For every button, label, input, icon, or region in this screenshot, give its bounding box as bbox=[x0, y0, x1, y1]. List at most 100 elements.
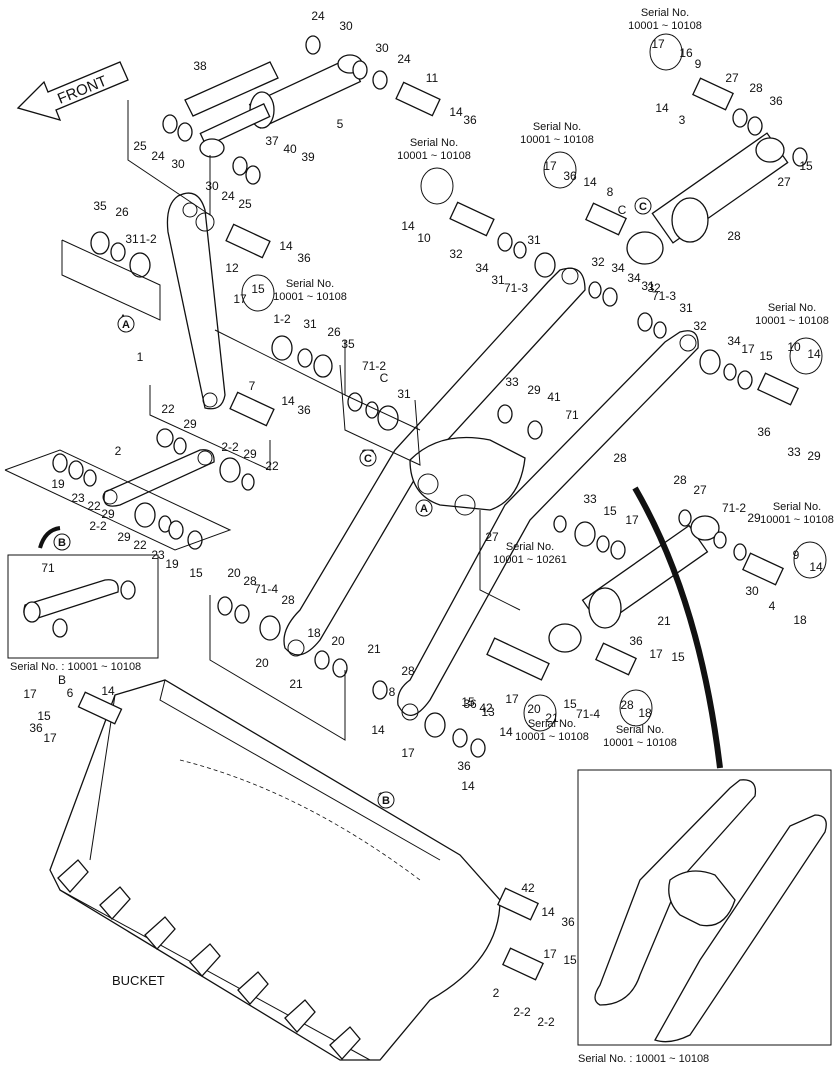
part-label-28: 28 bbox=[673, 473, 687, 487]
part-label-14: 14 bbox=[583, 175, 597, 189]
serial-group-oval bbox=[619, 689, 653, 727]
part-label-8: 8 bbox=[389, 685, 396, 699]
part-label-23: 23 bbox=[71, 491, 85, 505]
part-label-21: 21 bbox=[289, 677, 303, 691]
part-label-17: 17 bbox=[43, 731, 57, 745]
part-label-36: 36 bbox=[457, 759, 471, 773]
inset-arrow bbox=[632, 486, 723, 769]
part-label-28: 28 bbox=[749, 81, 763, 95]
part-label-14: 14 bbox=[371, 723, 385, 737]
part-label-15: 15 bbox=[189, 566, 203, 580]
part-label-21: 21 bbox=[367, 642, 381, 656]
part-label-2-2: 2-2 bbox=[513, 1005, 531, 1019]
part-label-1-2: 1-2 bbox=[273, 312, 291, 326]
part-label-16: 16 bbox=[679, 46, 693, 60]
part-label-19: 19 bbox=[51, 477, 65, 491]
callout-b: B bbox=[377, 791, 395, 809]
part-label-42: 42 bbox=[479, 701, 493, 715]
part-label-2-2: 2-2 bbox=[537, 1015, 555, 1029]
part-label-9: 9 bbox=[793, 548, 800, 562]
part-label-31: 31 bbox=[397, 387, 411, 401]
part-label-33: 33 bbox=[583, 492, 597, 506]
part-label-20: 20 bbox=[331, 634, 345, 648]
part-label-4: 4 bbox=[769, 599, 776, 613]
part-label-25: 25 bbox=[238, 197, 252, 211]
part-label-32: 32 bbox=[693, 319, 707, 333]
serial-group-oval bbox=[793, 541, 827, 579]
part-label-29: 29 bbox=[183, 417, 197, 431]
link-2 bbox=[102, 449, 215, 507]
part-label-28: 28 bbox=[401, 664, 415, 678]
part-label-27: 27 bbox=[777, 175, 791, 189]
bellcrank-1 bbox=[166, 192, 226, 410]
part-label-14: 14 bbox=[449, 105, 463, 119]
part-label-17: 17 bbox=[741, 342, 755, 356]
group-boxes bbox=[4, 100, 521, 741]
part-label-15: 15 bbox=[603, 504, 617, 518]
part-label-32: 32 bbox=[449, 247, 463, 261]
part-label-71-3: 71-3 bbox=[504, 281, 528, 295]
inset-b: Serial No. : 10001 ~ 10108 bbox=[7, 554, 159, 673]
part-label-20: 20 bbox=[527, 702, 541, 716]
serial-group-oval bbox=[241, 274, 275, 312]
callout-c: C bbox=[634, 197, 652, 215]
part-label-24: 24 bbox=[311, 9, 325, 23]
part-label-35: 35 bbox=[93, 199, 107, 213]
part-label-18: 18 bbox=[307, 626, 321, 640]
part-label-14: 14 bbox=[461, 779, 475, 793]
part-label-9: 9 bbox=[695, 57, 702, 71]
part-label-40: 40 bbox=[283, 142, 297, 156]
pins bbox=[77, 77, 799, 981]
part-label-71: 71 bbox=[41, 561, 55, 575]
part-label-28: 28 bbox=[620, 698, 634, 712]
part-label-21: 21 bbox=[657, 614, 671, 628]
part-label-37: 37 bbox=[265, 134, 279, 148]
part-label-29: 29 bbox=[101, 507, 115, 521]
part-label-15: 15 bbox=[799, 159, 813, 173]
part-label-7: 7 bbox=[249, 379, 256, 393]
svg-text:B: B bbox=[58, 537, 66, 549]
bucket-label: BUCKET bbox=[112, 973, 165, 988]
part-label-15: 15 bbox=[563, 697, 577, 711]
part-label-36: 36 bbox=[297, 251, 311, 265]
part-label-33: 33 bbox=[505, 375, 519, 389]
part-label-71: 71 bbox=[565, 408, 579, 422]
part-label-12: 12 bbox=[225, 261, 239, 275]
part-label-10: 10 bbox=[787, 340, 801, 354]
part-label-39: 39 bbox=[301, 150, 315, 164]
part-label-17: 17 bbox=[505, 692, 519, 706]
washers bbox=[52, 35, 808, 758]
part-label-C: C bbox=[618, 203, 627, 217]
part-label-2: 2 bbox=[493, 986, 500, 1000]
callout-c: C bbox=[359, 449, 377, 467]
serial-group-oval bbox=[420, 167, 454, 205]
part-label-42: 42 bbox=[521, 881, 535, 895]
serial-note: Serial No.10001 ~ 10108 bbox=[515, 718, 589, 743]
part-label-34: 34 bbox=[475, 261, 489, 275]
part-label-3: 3 bbox=[679, 113, 686, 127]
part-label-B: B bbox=[58, 673, 66, 687]
inset-b-arrow bbox=[38, 526, 61, 549]
part-label-36: 36 bbox=[297, 403, 311, 417]
part-label-38: 38 bbox=[193, 59, 207, 73]
part-label-28: 28 bbox=[613, 451, 627, 465]
part-label-15: 15 bbox=[759, 349, 773, 363]
part-label-14: 14 bbox=[541, 905, 555, 919]
part-label-19: 19 bbox=[165, 557, 179, 571]
part-label-17: 17 bbox=[651, 37, 665, 51]
part-label-24: 24 bbox=[397, 52, 411, 66]
part-label-17: 17 bbox=[401, 746, 415, 760]
part-label-11: 11 bbox=[426, 71, 439, 85]
boom-cylinder-3 bbox=[626, 132, 789, 265]
inset-71-caption: Serial No. : 10001 ~ 10108 bbox=[578, 1053, 709, 1065]
part-label-14: 14 bbox=[279, 239, 293, 253]
part-label-14: 14 bbox=[281, 394, 295, 408]
part-label-17: 17 bbox=[23, 687, 37, 701]
part-label-17: 17 bbox=[543, 947, 557, 961]
part-label-10: 10 bbox=[417, 231, 431, 245]
part-label-71-4: 71-4 bbox=[576, 707, 600, 721]
part-label-14: 14 bbox=[655, 101, 669, 115]
part-label-31: 31 bbox=[679, 301, 693, 315]
